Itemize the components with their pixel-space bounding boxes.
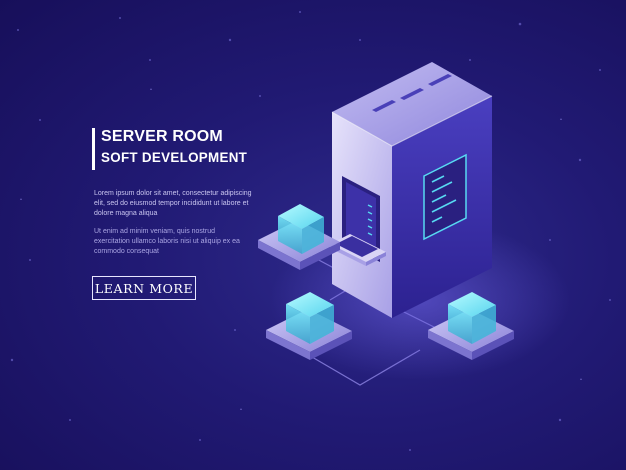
page-subtitle: SOFT DEVELOPMENT bbox=[101, 150, 248, 165]
cube-icon bbox=[258, 204, 340, 270]
title-accent-bar bbox=[92, 128, 95, 170]
server-rack-icon bbox=[331, 62, 493, 318]
description-paragraph-1: Lorem ipsum dolor sit amet, consectetur … bbox=[94, 190, 252, 217]
learn-more-button[interactable]: LEARN MORE bbox=[92, 276, 196, 300]
description-paragraph-2: Ut enim ad minim veniam, quis nostrud ex… bbox=[94, 228, 240, 255]
page-title: SERVER ROOM bbox=[101, 128, 223, 145]
cube-icon bbox=[428, 292, 514, 360]
cube-icon bbox=[266, 292, 352, 360]
